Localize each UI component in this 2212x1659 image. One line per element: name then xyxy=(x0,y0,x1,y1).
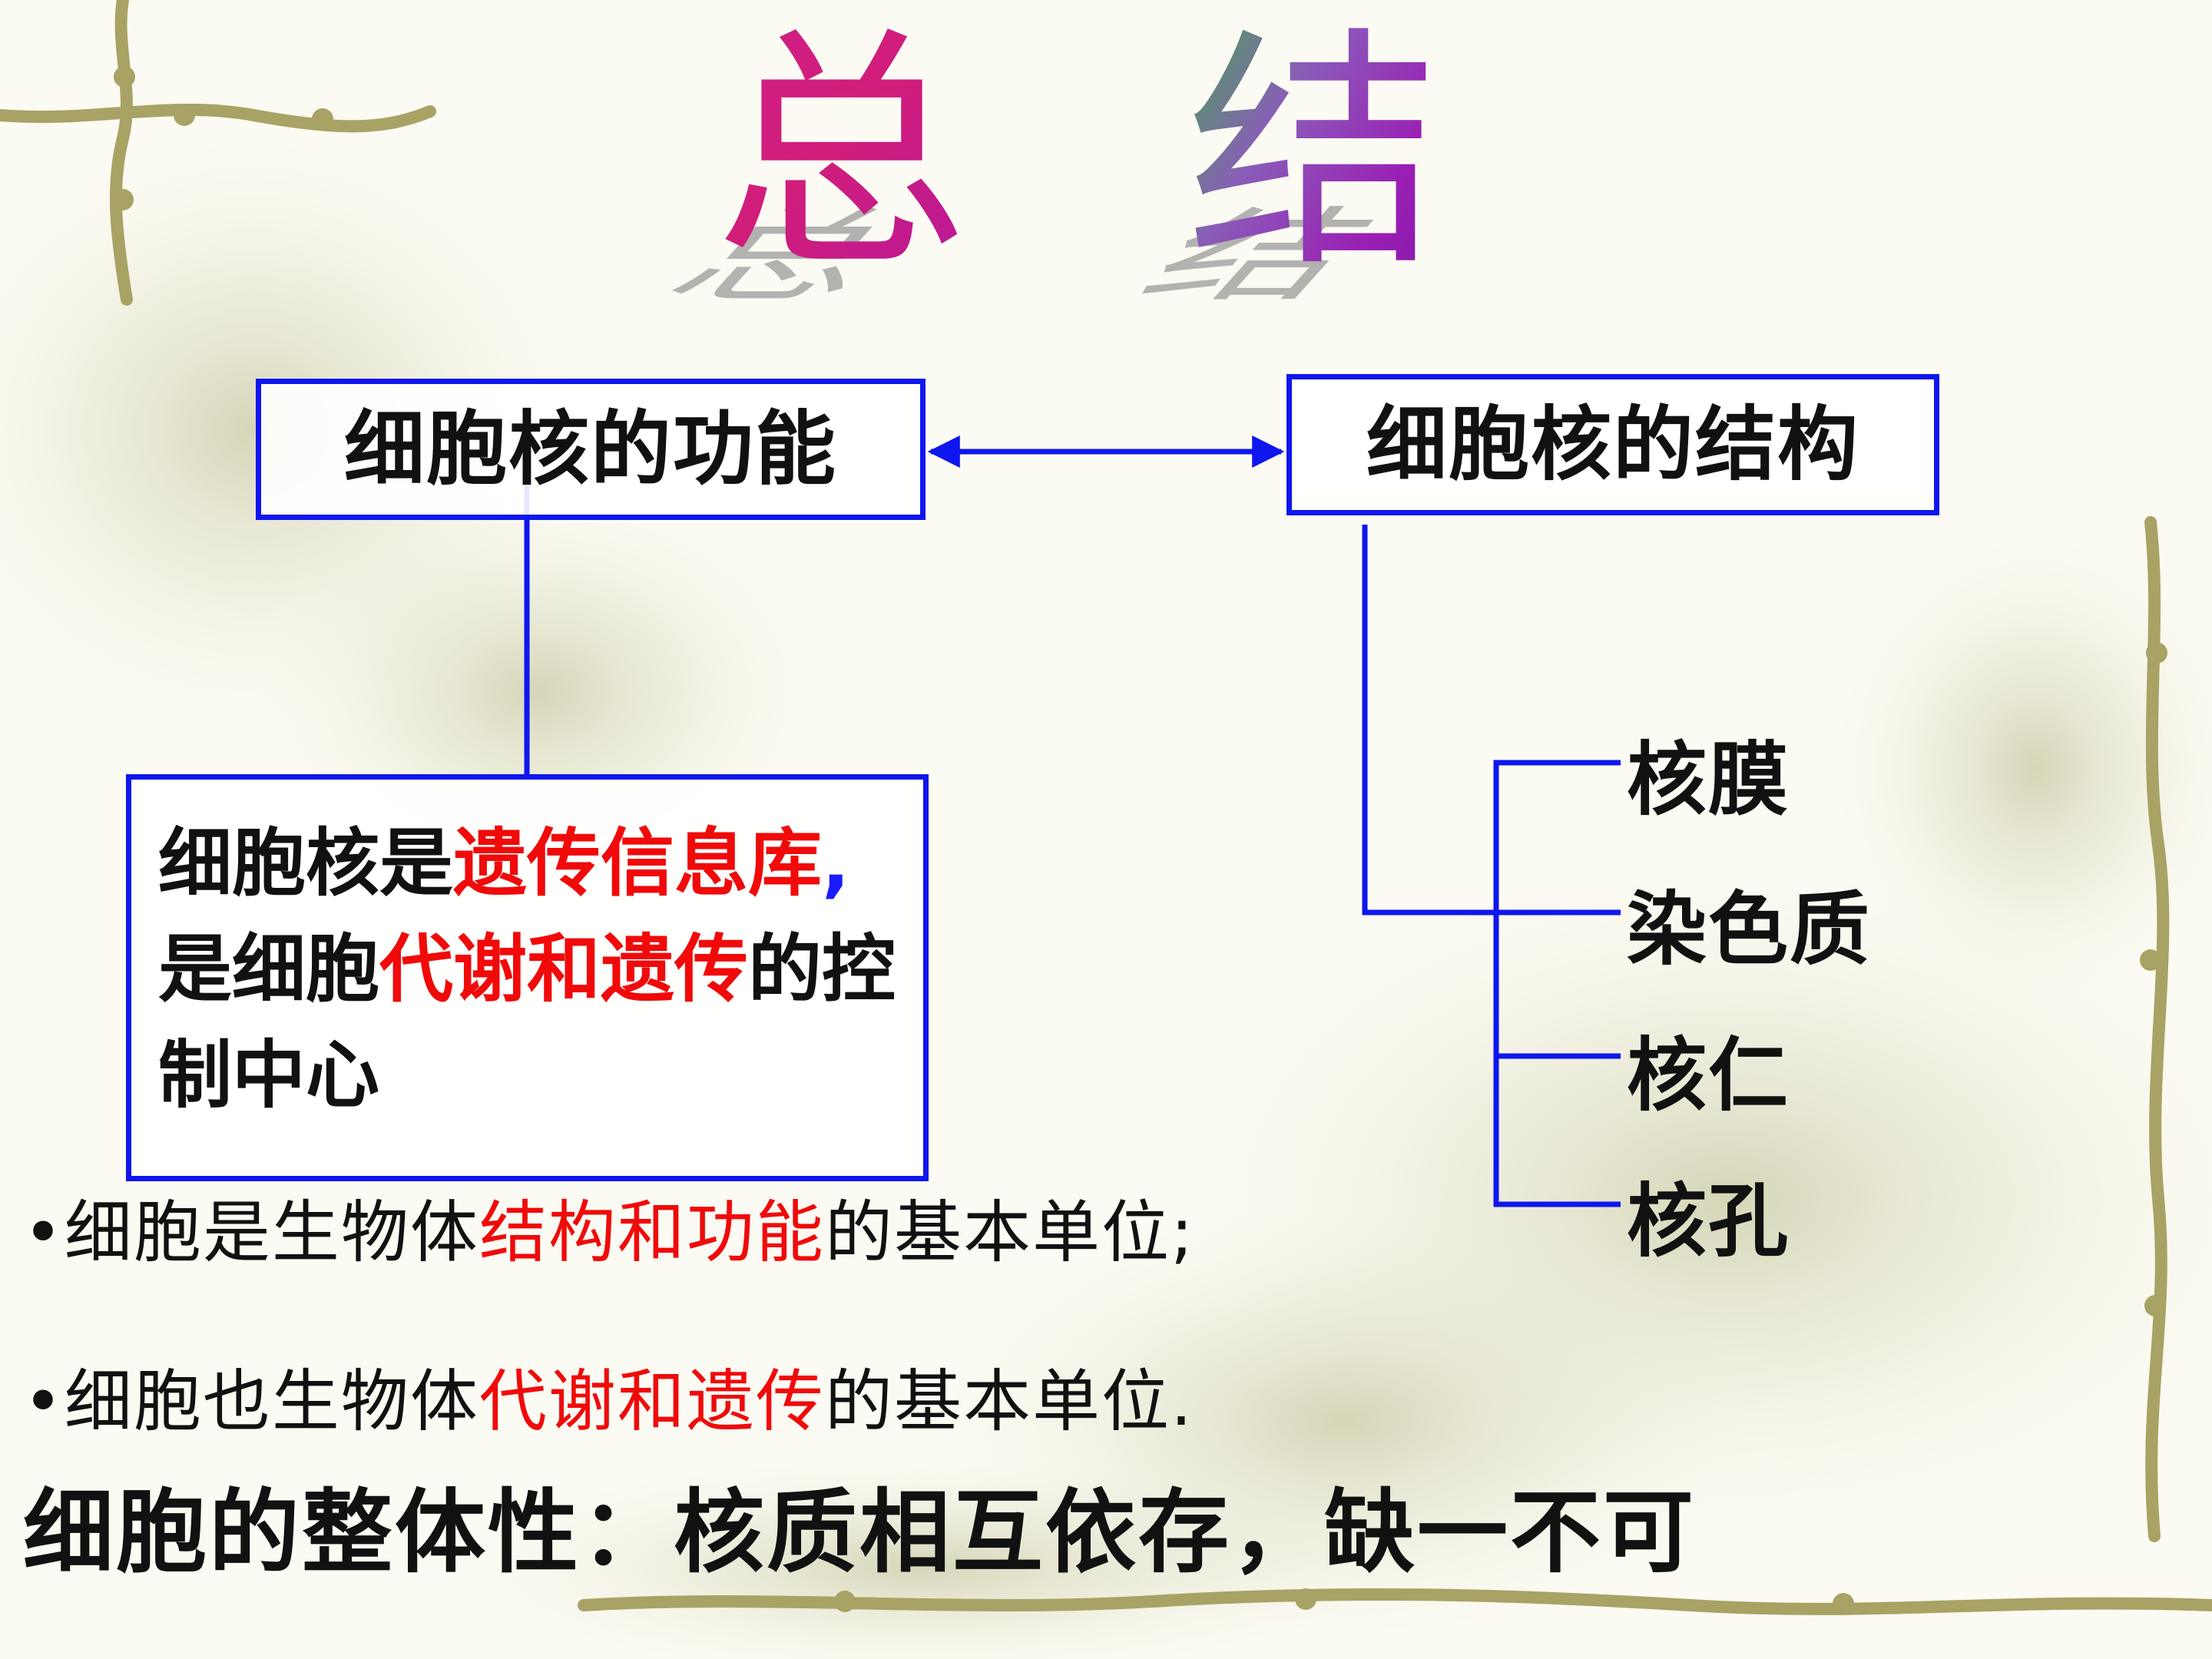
bullet-highlight: 结构和功能 xyxy=(478,1193,825,1272)
bullet-point: •细胞是生物体结构和功能的基本单位; xyxy=(23,1187,1195,1279)
function-box: 细胞核的功能 xyxy=(256,379,926,520)
title-char-1: 总 xyxy=(714,0,991,307)
bullet-prefix: •细胞也生物体 xyxy=(23,1362,479,1441)
bullet-highlight: 代谢和遗传 xyxy=(478,1362,825,1441)
function-box-title: 细胞核的功能 xyxy=(343,402,837,496)
desc-part3: 是细胞 xyxy=(158,926,379,1012)
bullet-suffix: 的基本单位; xyxy=(824,1193,1195,1272)
bullet-point: •细胞也生物体代谢和遗传的基本单位. xyxy=(23,1356,1194,1448)
desc-highlight-metabolism: 代谢和遗传 xyxy=(379,926,748,1012)
function-description-box: 细胞核是遗传信息库, 是细胞代谢和遗传的控制中心 xyxy=(126,774,929,1181)
structure-box: 细胞核的结构 xyxy=(1286,374,1939,515)
desc-highlight-genetic-info: 遗传信息库 xyxy=(453,820,822,906)
structure-part-chromatin: 染色质 xyxy=(1627,882,1872,976)
structure-part-nucleolus: 核仁 xyxy=(1627,1028,1790,1122)
desc-part5: 的控制中心 xyxy=(158,926,896,1118)
bullet-suffix: 的基本单位. xyxy=(824,1362,1194,1441)
summary-statement: 细胞的整体性：核质相互依存，缺一不可 xyxy=(23,1479,1697,1585)
desc-part1: 细胞核是 xyxy=(158,820,453,906)
desc-comma: , xyxy=(822,820,850,906)
bullet-prefix: •细胞是生物体 xyxy=(23,1193,479,1272)
title-char-2: 结 xyxy=(1187,0,1463,307)
function-description: 细胞核是遗传信息库, 是细胞代谢和遗传的控制中心 xyxy=(158,810,900,1128)
structure-part-nuclear-envelope: 核膜 xyxy=(1627,733,1790,826)
structure-part-nuclear-pore: 核孔 xyxy=(1627,1174,1790,1268)
structure-box-title: 细胞核的结构 xyxy=(1366,398,1859,492)
